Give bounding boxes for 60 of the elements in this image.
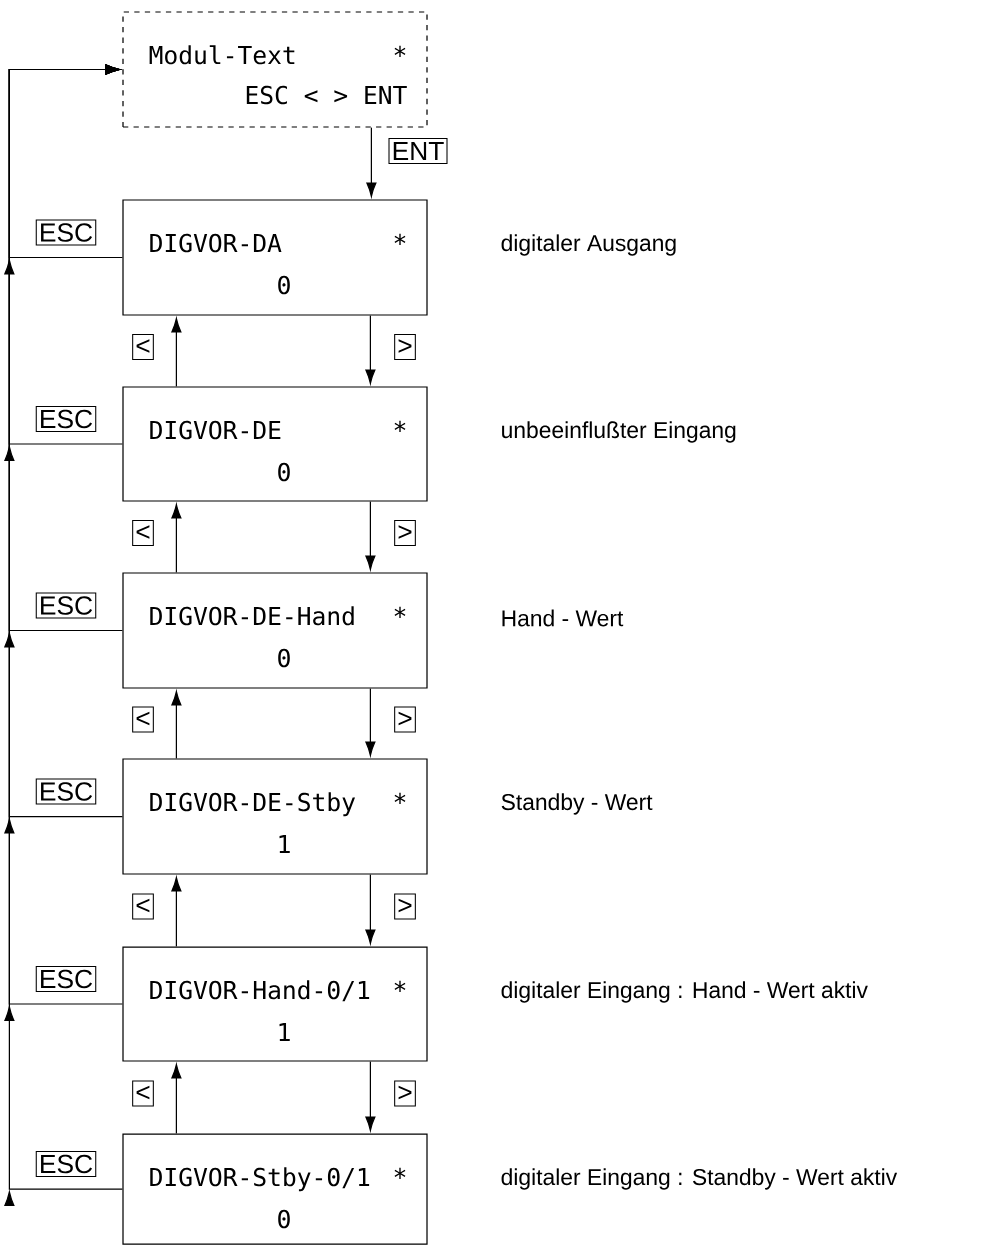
- key-label: ENT: [388, 137, 448, 165]
- arrow: [365, 501, 376, 571]
- display-box: DIGVOR-DE * 0: [122, 386, 428, 502]
- node-label: DIGVOR-DE: [150, 420, 281, 440]
- key-label: <: [132, 893, 154, 920]
- key-label: ESC: [35, 592, 97, 619]
- node-label: 0: [278, 648, 290, 668]
- node-label: DIGVOR-Stby-0/1: [150, 1167, 370, 1192]
- node-label: *: [394, 980, 406, 992]
- arrow: [365, 874, 376, 945]
- key-label: >: [394, 706, 416, 733]
- node-label: 0: [278, 275, 290, 295]
- node-label: DIGVOR-DE-Stby: [150, 792, 356, 817]
- node-label: *: [394, 792, 406, 804]
- node-label: DIGVOR-DE-Hand: [150, 606, 354, 626]
- arrow: [365, 688, 376, 757]
- description-text: digitaler Eingang : Hand - Wert aktiv: [501, 981, 868, 1003]
- node-label: 0: [278, 1209, 290, 1229]
- key-label: <: [132, 706, 154, 733]
- key-label: >: [394, 519, 416, 547]
- arrow: [4, 64, 123, 1206]
- key-label: ESC: [35, 966, 97, 993]
- arrow: [171, 876, 182, 947]
- arrow: [366, 127, 377, 198]
- description-text: digitaler Eingang : Standby - Wert aktiv: [501, 1168, 898, 1190]
- node-label: *: [394, 233, 406, 245]
- key-label: ESC: [35, 1151, 97, 1178]
- display-box: DIGVOR-DE-Hand * 0: [122, 572, 428, 689]
- arrow: [171, 503, 182, 573]
- key-label: >: [394, 1080, 416, 1107]
- node-label: *: [394, 420, 406, 432]
- arrow: [171, 317, 182, 387]
- key-label: >: [394, 893, 416, 920]
- node-label: 1: [279, 835, 290, 854]
- description-text: digitaler Ausgang: [501, 234, 676, 256]
- description-text: unbeeinflußter Eingang: [502, 421, 736, 443]
- arrow: [365, 1061, 376, 1132]
- node-label: 1: [279, 1023, 290, 1042]
- key-label: <: [132, 519, 154, 547]
- description-text: Hand - Wert: [502, 609, 624, 627]
- node-label: *: [394, 1167, 406, 1179]
- node-label: 0: [278, 462, 290, 482]
- display-box: DIGVOR-Stby-0/1 * 0: [122, 1133, 428, 1245]
- display-box: DIGVOR-DE-Stby * 1: [122, 758, 428, 875]
- display-box: DIGVOR-Hand-0/1 * 1: [122, 946, 428, 1062]
- node-label: DIGVOR-DA: [150, 233, 282, 253]
- arrow: [171, 690, 182, 759]
- key-label: <: [132, 1080, 154, 1107]
- node-label: DIGVOR-Hand-0/1: [150, 980, 370, 1002]
- key-label: ESC: [35, 219, 97, 246]
- display-box: Modul-Text * ESC < > ENT: [122, 11, 428, 128]
- key-label: >: [394, 333, 416, 361]
- key-label: ESC: [35, 405, 97, 433]
- arrow: [365, 315, 376, 385]
- arrow: [171, 1063, 182, 1134]
- key-label: ESC: [35, 778, 97, 805]
- display-box: DIGVOR-DA * 0: [122, 199, 428, 316]
- node-label: *: [394, 606, 406, 618]
- description-text: Standby - Wert: [501, 793, 653, 815]
- key-label: <: [132, 333, 154, 361]
